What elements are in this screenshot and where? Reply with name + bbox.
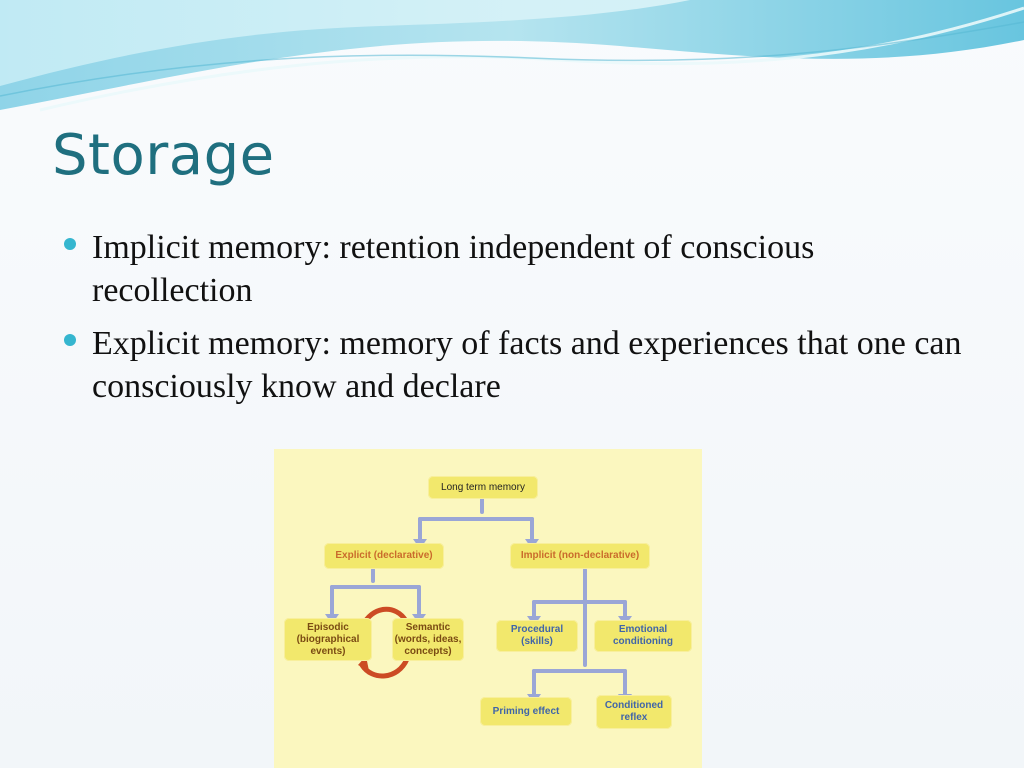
decorative-wave (0, 0, 1024, 112)
conditioned-reflex-node: Conditioned reflex (596, 695, 672, 729)
bullet-dot-icon (64, 238, 76, 250)
bullet-list: Implicit memory: retention independent o… (62, 226, 962, 418)
explicit-declarative-node: Explicit (declarative) (324, 543, 444, 569)
diagram-connectors (325, 496, 632, 704)
bullet-text-implicit: Implicit memory: retention independent o… (92, 229, 815, 309)
bullet-dot-icon (64, 334, 76, 346)
emotional-conditioning-node: Emotional conditioning (594, 620, 692, 652)
bullet-text-explicit: Explicit memory: memory of facts and exp… (92, 325, 962, 405)
long-term-memory-node: Long term memory (428, 476, 538, 499)
priming-effect-node: Priming effect (480, 697, 572, 726)
memory-diagram: Long term memory Explicit (declarative) … (274, 449, 702, 768)
procedural-node: Procedural (skills) (496, 620, 578, 652)
slide-title: Storage (52, 123, 275, 188)
episodic-node: Episodic (biographical events) (284, 618, 372, 661)
bullet-item-implicit: Implicit memory: retention independent o… (62, 226, 962, 312)
semantic-node: Semantic (words, ideas, concepts) (392, 618, 464, 661)
implicit-nondeclarative-node: Implicit (non-declarative) (510, 543, 650, 569)
bullet-item-explicit: Explicit memory: memory of facts and exp… (62, 322, 962, 408)
